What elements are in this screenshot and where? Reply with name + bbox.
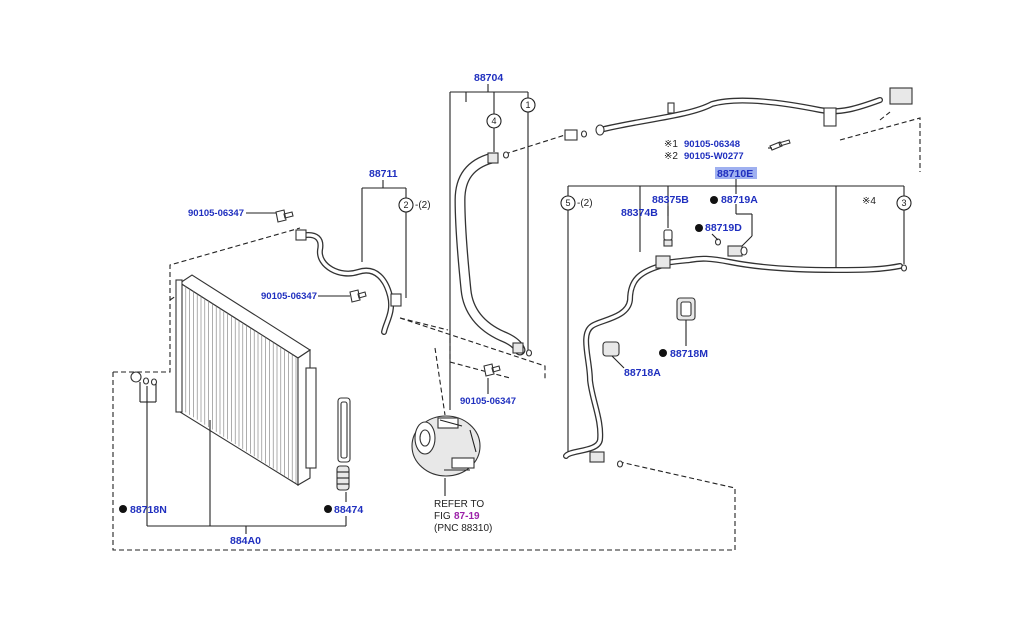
o-ring-right-end[interactable]	[900, 264, 908, 272]
label-88719A[interactable]: 88719A	[721, 194, 758, 206]
right-boundary-dashed	[839, 111, 921, 172]
filter-88474[interactable]	[336, 397, 351, 491]
o-ring-lower-end[interactable]	[616, 460, 624, 468]
label-88710E[interactable]: 88710E	[717, 168, 753, 180]
note-mark-2: ※2	[664, 151, 678, 162]
label-bolt-90105-06347-a[interactable]: 90105-06347	[188, 208, 244, 219]
note-mark-1: ※1	[664, 139, 678, 150]
svg-text:4: 4	[491, 116, 496, 126]
svg-text:1: 1	[525, 100, 530, 110]
bolt-upper-right[interactable]	[769, 139, 791, 151]
callout-88711-leaders	[361, 180, 407, 298]
label-88704[interactable]: 88704	[474, 72, 503, 84]
highlight-88710E	[715, 167, 757, 179]
leader-88718A	[611, 355, 625, 369]
svg-text:5: 5	[565, 198, 570, 208]
refer-to-line1: REFER TO	[434, 499, 484, 510]
o-ring-hose-bottom[interactable]	[525, 349, 533, 357]
callout-884A0-leaders	[139, 382, 347, 534]
fitting-left-of-upper-pipe[interactable]	[564, 129, 588, 141]
o-ring-88718N[interactable]	[130, 371, 158, 386]
qty-ref-2: -(2)	[415, 200, 431, 211]
label-90105-06348[interactable]: 90105-06348	[684, 139, 740, 150]
condenser-core[interactable]	[175, 274, 317, 486]
refer-figure-link[interactable]: 87-19	[454, 511, 480, 522]
qty-ref-5: -(2)	[577, 198, 593, 209]
pipe-88710E[interactable]	[563, 255, 903, 463]
hose-88704[interactable]	[454, 152, 526, 356]
new-part-dot-88719A	[710, 196, 718, 204]
label-88718A[interactable]: 88718A	[624, 367, 661, 379]
refer-to-line2: FIG	[434, 511, 451, 522]
label-88474[interactable]: 88474	[334, 504, 363, 516]
valve-88719A[interactable]	[727, 245, 748, 257]
label-88718M[interactable]: 88718M	[670, 348, 708, 360]
bolt-90105-06347-b[interactable]	[349, 289, 367, 303]
label-88719D[interactable]: 88719D	[705, 222, 742, 234]
bolt-90105-06347-c[interactable]	[483, 363, 501, 377]
label-884A0[interactable]: 884A0	[230, 535, 261, 547]
note-mark-4: ※4	[862, 196, 876, 207]
new-part-dot-88718M	[659, 349, 667, 357]
cap-88375B[interactable]	[663, 229, 673, 247]
callout-88710E-leaders	[567, 178, 905, 452]
pipe-88711[interactable]	[295, 229, 402, 335]
refer-to-line3: (PNC 88310)	[434, 523, 492, 534]
label-bolt-90105-06347-b[interactable]: 90105-06347	[261, 291, 317, 302]
o-ring-hose-top[interactable]	[502, 151, 510, 159]
circle-ref-2: 2	[398, 197, 414, 213]
circle-ref-3: 3	[896, 195, 912, 211]
label-90105-W0277[interactable]: 90105-W0277	[684, 151, 744, 162]
hose-end-dashed	[504, 134, 566, 155]
compressor[interactable]	[411, 415, 481, 477]
label-88711[interactable]: 88711	[369, 168, 398, 180]
clamp-88718M[interactable]	[676, 297, 696, 321]
new-part-dot-88719D	[695, 224, 703, 232]
bolt-90105-06347-a[interactable]	[275, 209, 294, 223]
label-88375B[interactable]: 88375B	[652, 194, 689, 206]
label-bolt-90105-06347-c[interactable]: 90105-06347	[460, 396, 516, 407]
callout-88719-leaders	[711, 204, 753, 247]
svg-text:3: 3	[901, 198, 906, 208]
label-88718N[interactable]: 88718N	[130, 504, 167, 516]
pipe-upper-right[interactable]	[595, 87, 913, 136]
clamp-88718A[interactable]	[602, 341, 620, 357]
circle-ref-5: 5	[560, 195, 576, 211]
circle-ref-4: 4	[486, 113, 502, 129]
label-88374B[interactable]: 88374B	[621, 207, 658, 219]
o-ring-88719D[interactable]	[714, 238, 722, 246]
new-part-dot-88718N	[119, 505, 127, 513]
circle-ref-1: 1	[520, 97, 536, 113]
callout-88704-leaders	[449, 84, 529, 410]
svg-text:2: 2	[403, 200, 408, 210]
new-part-dot-88474	[324, 505, 332, 513]
